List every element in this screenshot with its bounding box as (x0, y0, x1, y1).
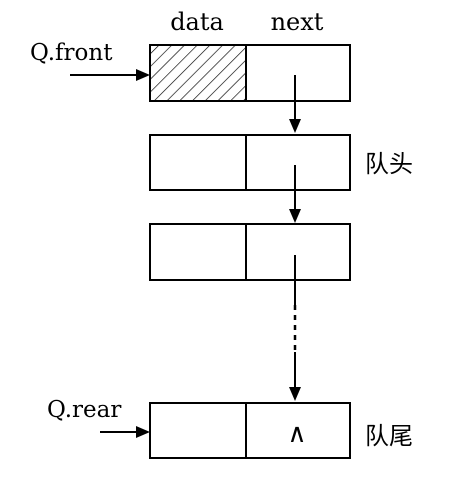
tail-node (149, 402, 351, 459)
queue-tail-label: 队尾 (365, 422, 413, 450)
next-arrow-head-to-node1 (289, 75, 301, 133)
rear-pointer-arrow (100, 426, 150, 438)
head-node (149, 44, 351, 102)
next-arrow-node2-ellipsis-to-tail (289, 255, 301, 401)
node-2 (149, 223, 351, 281)
next-arrow-node1-to-node2 (289, 165, 301, 223)
null-pointer-symbol: ∧ (287, 419, 306, 449)
head-node-data-cell (149, 44, 247, 102)
node-1 (149, 134, 351, 191)
front-pointer-label: Q.front (30, 40, 113, 66)
next-column-label: next (271, 8, 324, 36)
queue-head-label: 队头 (365, 150, 413, 178)
data-column-label: data (170, 8, 224, 36)
rear-pointer-label: Q.rear (47, 397, 121, 423)
front-pointer-arrow (70, 69, 150, 81)
head-node-next-cell (245, 44, 351, 102)
